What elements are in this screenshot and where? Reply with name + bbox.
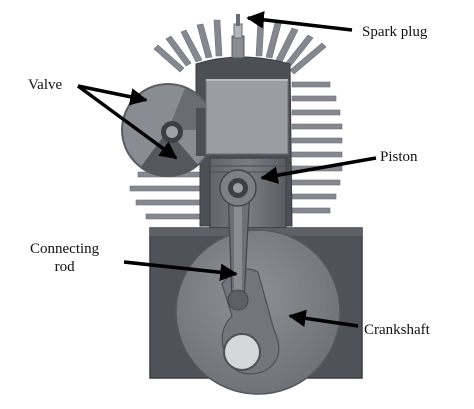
label-piston: Piston: [380, 149, 418, 165]
fin: [145, 213, 201, 220]
arrow-connecting-rod: [123, 260, 238, 282]
fin: [196, 23, 213, 59]
arrow-valve-2: [76, 84, 178, 160]
arrow-valve-1: [77, 84, 148, 106]
label-crankshaft: Crankshaft: [364, 322, 430, 338]
label-spark-plug: Spark plug: [362, 24, 428, 40]
spark-plug: [231, 14, 245, 59]
fin: [153, 44, 185, 73]
fin: [291, 81, 331, 88]
fin: [289, 42, 327, 75]
fin: [265, 22, 282, 59]
arrow-spark-plug: [246, 11, 353, 32]
fin: [291, 95, 337, 102]
fin: [129, 185, 201, 192]
fin: [291, 137, 343, 144]
fin: [213, 19, 223, 57]
label-connecting-rod-line2: rod: [54, 259, 75, 275]
fin: [180, 29, 203, 63]
fin: [291, 109, 341, 116]
arrow-piston: [260, 156, 377, 184]
cylinder-bore: [205, 79, 289, 155]
fin: [291, 207, 331, 214]
label-valve: Valve: [28, 77, 63, 93]
callout-arrows: [76, 11, 377, 328]
fin: [135, 199, 201, 206]
fin: [291, 193, 337, 200]
fin: [291, 123, 343, 130]
label-connecting-rod-line1: Connecting: [30, 241, 100, 257]
fin: [255, 19, 265, 57]
fin: [291, 151, 343, 158]
fin: [165, 35, 192, 67]
label-connecting-rod: Connecting rod: [30, 240, 99, 276]
arrow-crankshaft: [288, 309, 359, 328]
fin: [291, 179, 341, 186]
